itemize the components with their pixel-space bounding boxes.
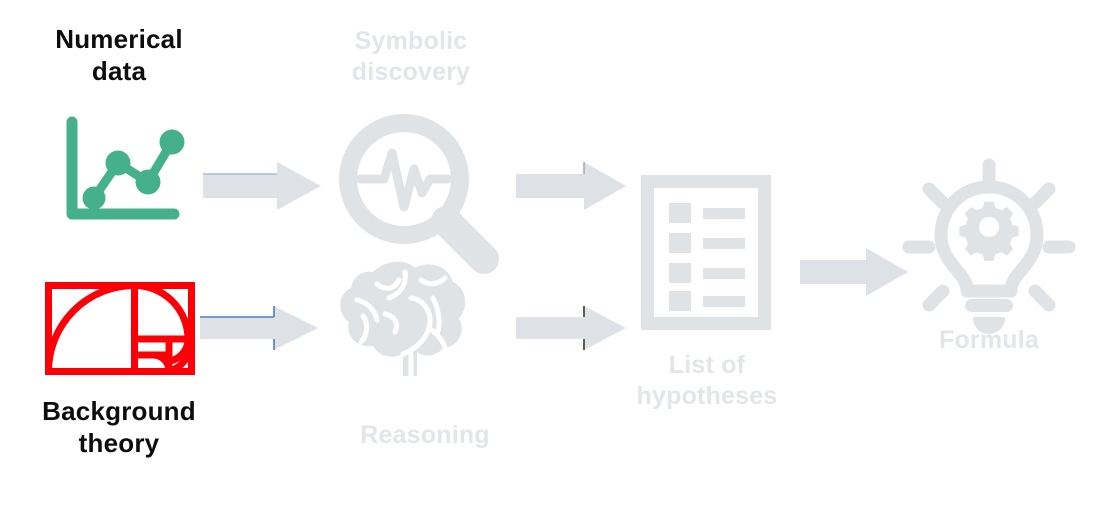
- arrow-theory-to-reasoning: [200, 305, 318, 351]
- magnifier-waveform-icon: [338, 113, 499, 274]
- list-of-hypotheses-label: List of hypotheses: [636, 351, 778, 410]
- arrow-reasoning-to-hypotheses: [516, 305, 626, 351]
- arrow-hypotheses-to-formula: [800, 246, 908, 298]
- arrow-discovery-to-hypotheses: [516, 160, 626, 212]
- symbolic-discovery-label: Symbolic discovery: [351, 27, 471, 86]
- fibonacci-spiral-icon: [45, 282, 196, 375]
- formula-label: Formula: [938, 326, 1040, 354]
- background-theory-label: Background theory: [42, 396, 196, 458]
- brain-icon: [333, 258, 468, 379]
- reasoning-label: Reasoning: [360, 421, 490, 449]
- numerical-data-label: Numerical data: [55, 24, 183, 86]
- lightbulb-gear-icon: [902, 158, 1076, 334]
- line-chart-icon: [62, 116, 185, 228]
- arrow-data-to-discovery: [203, 160, 321, 212]
- checklist-document-icon: [641, 175, 771, 330]
